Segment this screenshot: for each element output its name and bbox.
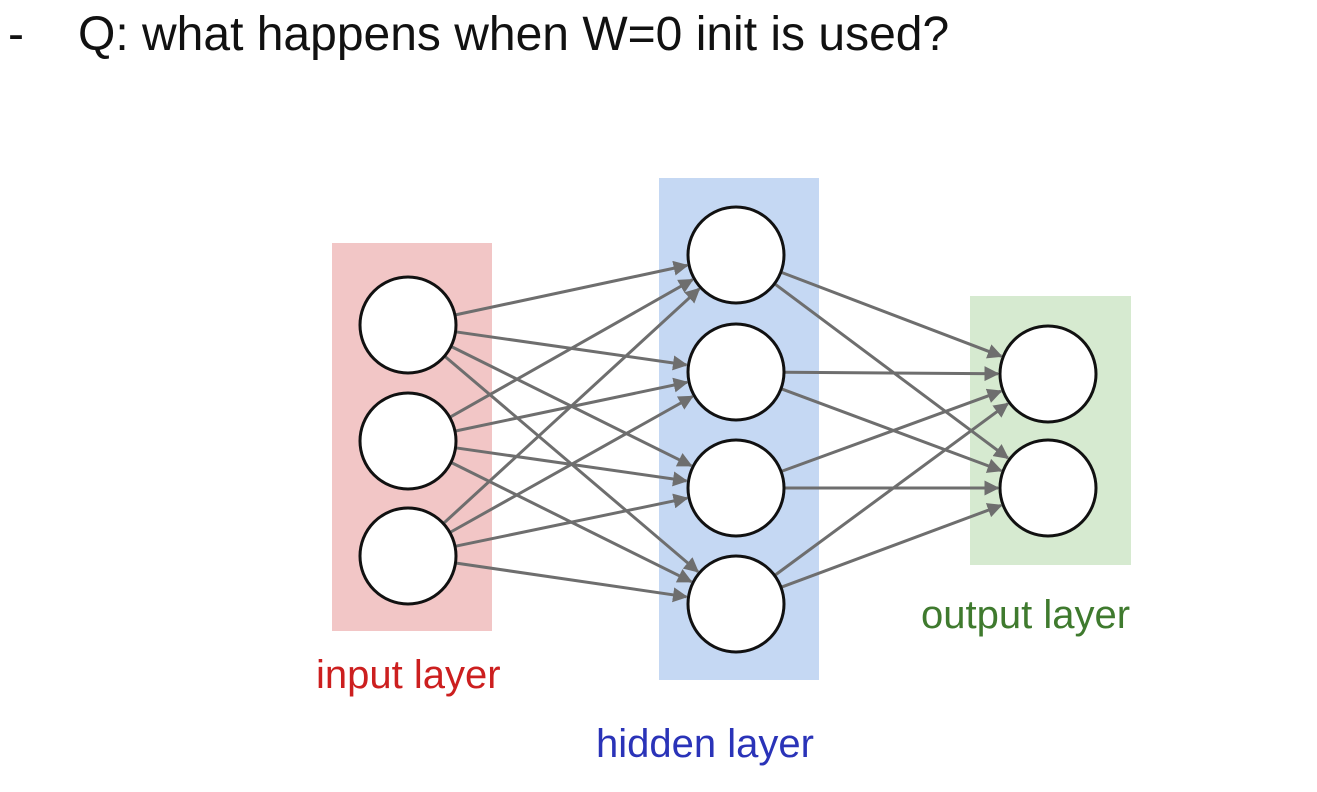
connections	[442, 260, 1010, 603]
question-text: Q: what happens when W=0 init is used?	[78, 8, 950, 61]
input-layer-label: input layer	[316, 653, 501, 697]
output-node-1	[998, 324, 1098, 424]
hidden-layer-label: hidden layer	[596, 722, 814, 766]
connection-hidden-3-to-output-1	[780, 388, 1003, 473]
connection-input-1-to-hidden-1	[454, 260, 689, 317]
input-node-1	[358, 275, 458, 375]
output-node-2	[998, 438, 1098, 538]
input-node-3	[358, 506, 458, 606]
connection-hidden-4-to-output-2	[780, 503, 1003, 589]
connection-hidden-2-to-output-1	[783, 366, 1000, 382]
hidden-node-2	[686, 322, 786, 422]
neurons	[358, 205, 1098, 654]
hidden-node-4	[686, 554, 786, 654]
connection-input-3-to-hidden-1	[442, 287, 701, 525]
connection-hidden-1-to-output-2	[773, 282, 1010, 460]
connection-input-3-to-hidden-4	[455, 561, 688, 603]
bullet-dash: -	[8, 8, 24, 61]
connection-hidden-1-to-output-1	[780, 270, 1003, 359]
connection-input-3-to-hidden-3	[454, 493, 689, 548]
hidden-node-3	[686, 438, 786, 538]
layer-labels: input layer hidden layer output layer	[316, 593, 1130, 766]
connection-input-3-to-hidden-2	[449, 395, 694, 534]
question-bullet: - Q: what happens when W=0 init is used?	[0, 0, 1317, 90]
connection-hidden-4-to-output-1	[773, 402, 1010, 577]
output-layer-label: output layer	[921, 593, 1130, 637]
connection-hidden-2-to-output-2	[780, 387, 1003, 473]
input-node-2	[358, 391, 458, 491]
hidden-node-1	[686, 205, 786, 305]
connection-input-2-to-hidden-1	[449, 278, 694, 419]
